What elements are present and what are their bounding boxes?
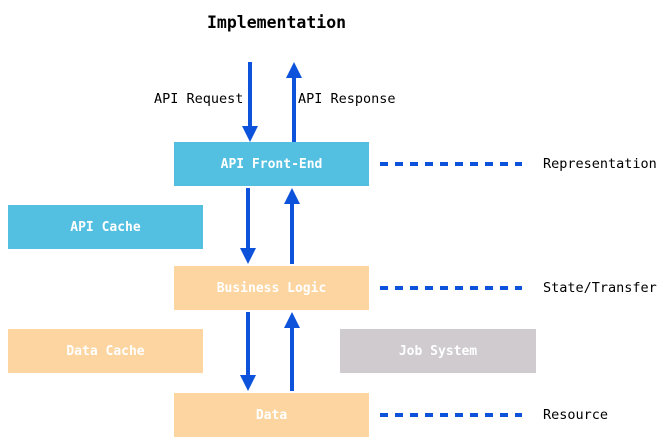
arrow-shaft (246, 312, 250, 377)
state-transfer-dashed-connector (380, 286, 522, 290)
logic-to-data-arrow (240, 312, 256, 391)
arrow-shaft (248, 62, 252, 128)
arrow-head-up-icon (284, 188, 300, 204)
state-transfer-layer-label: State/Transfer (543, 280, 657, 296)
box-data-label: Data (255, 407, 288, 423)
box-job-system: Job System (340, 329, 536, 373)
api-response-label: API Response (298, 91, 396, 107)
arrow-head-down-icon (242, 126, 258, 142)
arrow-shaft (290, 202, 294, 264)
arrow-shaft (246, 188, 250, 250)
arrow-head-up-icon (284, 312, 300, 328)
box-business-logic-label: Business Logic (216, 280, 327, 296)
data-to-logic-arrow (284, 312, 300, 391)
representation-layer-label: Representation (543, 156, 657, 172)
box-api-cache: API Cache (8, 205, 203, 249)
diagram-title: Implementation (207, 13, 347, 32)
arrow-shaft (290, 326, 294, 391)
frontend-to-logic-arrow (240, 188, 256, 264)
box-business-logic: Business Logic (174, 266, 369, 310)
arrow-shaft (292, 76, 296, 142)
representation-dashed-connector (380, 162, 522, 166)
box-api-front-end-label: API Front-End (220, 156, 323, 172)
api-request-arrow (242, 62, 258, 142)
box-data: Data (174, 393, 369, 437)
arrow-head-up-icon (286, 62, 302, 78)
api-response-arrow (286, 62, 302, 142)
resource-layer-label: Resource (543, 407, 609, 423)
arrow-head-down-icon (240, 248, 256, 264)
logic-to-frontend-arrow (284, 188, 300, 264)
box-data-cache-label: Data Cache (66, 343, 145, 359)
arrow-head-down-icon (240, 375, 256, 391)
api-request-label: API Request (154, 91, 244, 107)
box-job-system-label: Job System (398, 343, 478, 359)
box-api-front-end: API Front-End (174, 142, 369, 186)
resource-dashed-connector (380, 413, 522, 417)
box-api-cache-label: API Cache (70, 219, 141, 235)
box-data-cache: Data Cache (8, 329, 203, 373)
